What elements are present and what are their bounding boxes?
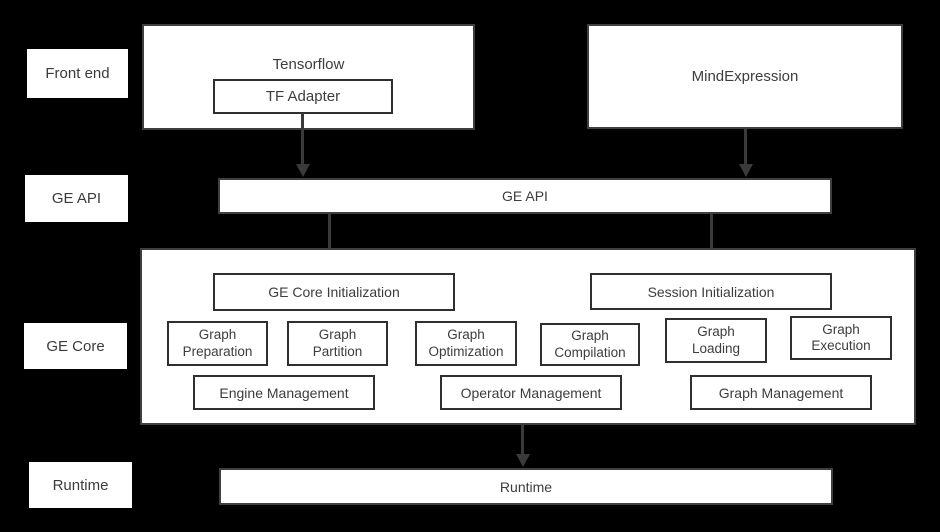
- engine-management-box: Engine Management: [193, 375, 375, 410]
- session-initialization-box: Session Initialization: [590, 273, 832, 310]
- tensorflow-title: Tensorflow: [272, 56, 345, 73]
- arrow-line: [744, 129, 747, 165]
- arrow-head-icon: [516, 454, 530, 467]
- ge-core-box: GE Core Initialization Session Initializ…: [140, 248, 916, 425]
- stage-box-graph-loading: Graph Loading: [665, 318, 767, 363]
- arrow-head-icon: [739, 164, 753, 177]
- arrow-line: [328, 214, 331, 260]
- arrow-line: [710, 214, 713, 260]
- stage-box-graph-compilation: Graph Compilation: [540, 323, 640, 366]
- stage-box-graph-preparation: Graph Preparation: [167, 321, 268, 366]
- arrow-line: [521, 425, 524, 455]
- row-label-front-end: Front end: [27, 49, 128, 98]
- tensorflow-box: Tensorflow TF Adapter: [142, 24, 475, 130]
- mindexpression-box: MindExpression: [587, 24, 903, 129]
- stage-box-graph-optimization: Graph Optimization: [415, 321, 517, 366]
- stage-box-graph-execution: Graph Execution: [790, 316, 892, 360]
- operator-management-box: Operator Management: [440, 375, 622, 410]
- arrow-head-icon: [296, 164, 310, 177]
- row-label-ge-core: GE Core: [24, 323, 127, 369]
- stage-box-graph-partition: Graph Partition: [287, 321, 388, 366]
- runtime-bar: Runtime: [219, 468, 833, 505]
- graph-management-box: Graph Management: [690, 375, 872, 410]
- ge-api-bar: GE API: [218, 178, 832, 214]
- ge-core-initialization-box: GE Core Initialization: [213, 273, 455, 311]
- arrow-line: [301, 113, 304, 165]
- row-label-runtime: Runtime: [29, 462, 132, 508]
- mindexpression-title: MindExpression: [691, 68, 799, 85]
- tf-adapter-box: TF Adapter: [213, 79, 393, 114]
- row-label-ge-api: GE API: [25, 175, 128, 222]
